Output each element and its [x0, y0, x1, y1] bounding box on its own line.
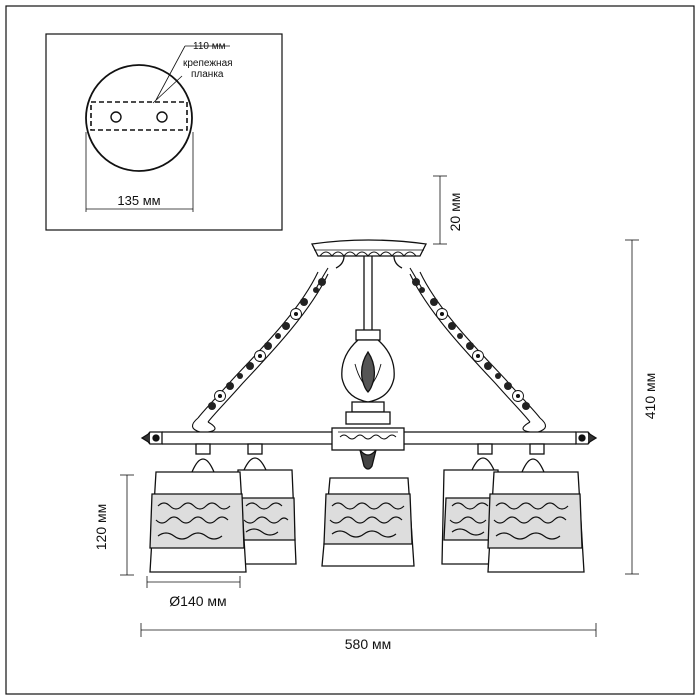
chain-flower-petals: [214, 308, 524, 402]
outer-frame: [5, 5, 695, 695]
label-plank-line2: планка: [191, 69, 224, 80]
mount-hole-left: [110, 111, 122, 123]
lamp-shade-front-left: [149, 458, 247, 573]
leader-110: [155, 45, 186, 101]
canopy-hook-left: [335, 255, 345, 269]
mount-inset: 110 мм крепежная планка 135 мм: [45, 33, 283, 231]
label-20mm: 20 мм: [447, 193, 463, 232]
canopy-hook-right: [393, 255, 403, 269]
arm-collars: [195, 443, 545, 455]
label-580mm: 580 мм: [345, 636, 392, 652]
label-120mm: 120 мм: [93, 504, 109, 551]
lamp-shade-center: [321, 477, 415, 567]
mounting-bar: [90, 101, 188, 131]
label-diameter-140mm: Ø140 мм: [169, 593, 226, 609]
horizontal-arm-bar: [162, 427, 576, 451]
leader-plank: [152, 75, 183, 104]
center-pendant: [359, 449, 377, 470]
label-410mm: 410 мм: [642, 373, 658, 420]
label-135mm: 135 мм: [117, 193, 160, 208]
dimension-lines: 20 мм 410 мм 120 мм Ø140 мм 580 мм: [93, 175, 658, 652]
chandelier: [140, 239, 598, 573]
finial-left: [140, 431, 163, 445]
mount-hole-right: [156, 111, 168, 123]
finial-right: [575, 431, 598, 445]
lamp-shade-front-right: [487, 458, 585, 573]
ceiling-plate-circle: [85, 64, 193, 172]
central-urn: [341, 329, 395, 425]
inset-frame: [45, 33, 283, 231]
label-plank-line1: крепежная: [183, 58, 233, 69]
label-110mm: 110 мм: [193, 41, 226, 52]
ceiling-canopy: [311, 239, 427, 257]
